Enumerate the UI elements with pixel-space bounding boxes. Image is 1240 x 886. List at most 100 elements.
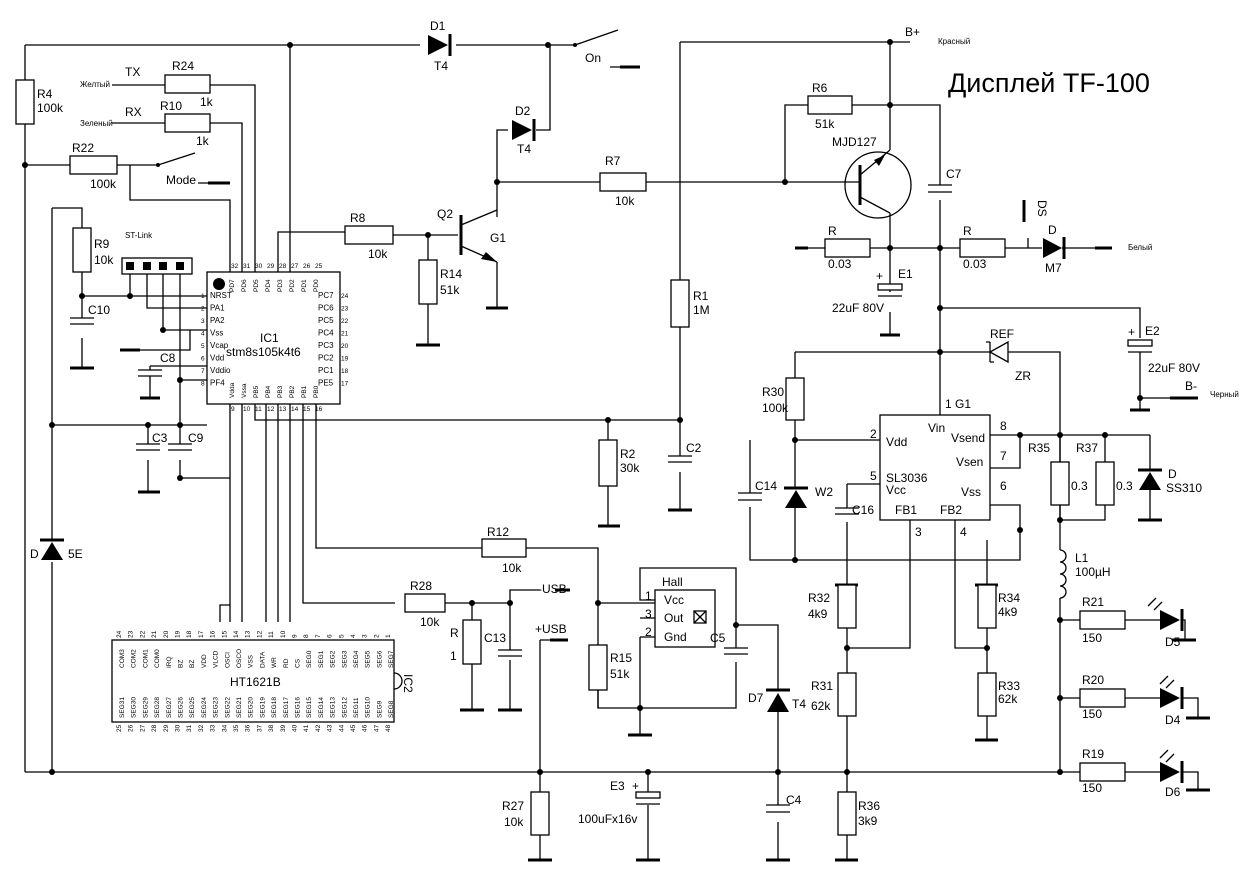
minus-usb-label: -USB: [538, 582, 567, 596]
sl3036-num-vss: 6: [1000, 479, 1007, 493]
e2-plus: +: [1128, 325, 1135, 339]
e3-plus: +: [632, 779, 639, 793]
r15-val: 51k: [610, 667, 630, 681]
r15-body: [588, 644, 608, 691]
ic2-pin-seg9: SEG9: [376, 700, 383, 718]
r21-body: [1079, 610, 1126, 630]
hall-num-2: 2: [645, 625, 652, 639]
r19-body: [1079, 762, 1126, 782]
ic1-pin-num: 11: [255, 406, 262, 413]
r8-val: 10k: [368, 247, 388, 261]
r9-body: [72, 227, 92, 273]
ic1-pin-num: 3: [201, 318, 205, 325]
ic1-pin-num: 30: [255, 263, 263, 270]
ic2-pin-osco: OSCO: [236, 649, 243, 668]
r6-body: [807, 95, 853, 115]
ic1-pin-num: 1: [201, 293, 205, 300]
ic2-pin-num: 4: [350, 634, 357, 638]
ic1-pin-num: 32: [231, 263, 239, 270]
r31-body: [837, 672, 857, 717]
ic2-pin-seg13: SEG13: [330, 697, 337, 718]
c14-ref: C14: [755, 479, 777, 493]
r14-body: [418, 259, 438, 305]
ic1-pin-num: 25: [315, 263, 323, 270]
r36-ref: R36: [858, 799, 880, 813]
ic1-pin-nrst: NRST: [210, 291, 232, 300]
ic1-pin-num: 26: [303, 263, 311, 270]
ic1-pin-num: 19: [341, 356, 349, 363]
st-link-label: ST-Link: [125, 231, 153, 240]
ic2-pin-seg16: SEG16: [295, 697, 302, 718]
ic2-pin-num: 7: [315, 634, 322, 638]
rs2-body: [959, 238, 1006, 258]
sl3036-num-vdd: 2: [870, 427, 877, 441]
c2-ref: C2: [686, 441, 702, 455]
r24-val: 1k: [200, 95, 214, 109]
r6-val: 51k: [815, 117, 835, 131]
r34-ref: R34: [998, 591, 1020, 605]
r14-ref: R14: [440, 267, 462, 281]
ic2-pin-vlcd: VLCD: [213, 650, 220, 668]
d5-ref: D5: [1165, 635, 1181, 649]
r30-ref: R30: [762, 385, 784, 399]
ic1-pin-num: 12: [267, 406, 275, 413]
ic2-pin-seg24: SEG24: [201, 697, 208, 718]
ic2-pin-num: 43: [327, 724, 334, 732]
r8-ref: R8: [350, 211, 366, 225]
ic1-pin-vddio: Vddio: [210, 366, 231, 375]
ic2-pin-seg8: SEG8: [388, 700, 395, 718]
r10-ref: R10: [160, 99, 182, 113]
ic2-pin-num: 26: [128, 724, 135, 732]
d5e-ref: D: [30, 547, 39, 561]
ic2-pin-num: 33: [210, 724, 217, 732]
tx-label: TX: [125, 65, 140, 79]
r10-body: [164, 113, 211, 133]
r32-body: [837, 584, 857, 629]
r33-body: [977, 672, 997, 717]
ic1-pin-pc3: PC3: [318, 341, 334, 350]
ic1-pin-num: 16: [315, 406, 323, 413]
ic2-pin-num: 21: [151, 630, 158, 638]
r8-body: [344, 225, 394, 245]
ic2-pin-num: 48: [385, 724, 392, 732]
ic1-pin-pc1: PC1: [318, 366, 334, 375]
ic2-pin-num: 23: [128, 630, 135, 638]
hall-num-3: 3: [645, 607, 652, 621]
e1-plus: +: [876, 269, 883, 283]
ic2-pin-seg5: SEG5: [365, 650, 372, 668]
ic2-pin-seg17: SEG17: [283, 697, 290, 718]
r20-val: 150: [1082, 707, 1102, 721]
ic1-pin-num: 14: [291, 406, 299, 413]
ic2-pin-data: DATA: [259, 651, 266, 668]
ic2-pin-seg18: SEG18: [271, 697, 278, 718]
ic1-body: [206, 271, 341, 405]
ic1-pin-pe5: PE5: [318, 379, 334, 388]
ic1-pin-num: 5: [201, 343, 205, 350]
r20-ref: R20: [1082, 673, 1104, 687]
r22-body: [69, 155, 118, 175]
ic1-pin-pf4: PF4: [210, 379, 225, 388]
capacitors: [70, 184, 1153, 813]
ic2-body: [111, 639, 395, 723]
ic2-pin-num: 41: [303, 724, 310, 732]
sl3036-num-fb2: 4: [960, 525, 967, 539]
ic2-pin-num: 35: [233, 724, 240, 732]
r37-val: 0.3: [1116, 479, 1133, 493]
ic1-pin-num: 7: [201, 368, 205, 375]
d4-ref: D4: [1165, 713, 1181, 727]
ic2-pin-num: 28: [151, 724, 158, 732]
hall-pin-gnd: Gnd: [664, 630, 687, 644]
sl3036-pin-vss: Vss: [961, 485, 981, 499]
l1-val: 100µH: [1075, 565, 1111, 579]
r2-val: 30k: [620, 461, 640, 475]
r27-val: 10k: [504, 815, 524, 829]
c4-ref: C4: [786, 793, 802, 807]
ic1-pin-pd3: PD3: [277, 279, 284, 292]
ic2-pin-num: 24: [116, 630, 123, 638]
r36-val: 3k9: [858, 814, 878, 828]
r35-body: [1050, 461, 1070, 506]
ic2-pin-seg12: SEG12: [341, 697, 348, 718]
l1-ref: L1: [1075, 551, 1089, 565]
ic1-pin-vss: Vss: [210, 329, 223, 338]
r4-body: [15, 79, 35, 125]
